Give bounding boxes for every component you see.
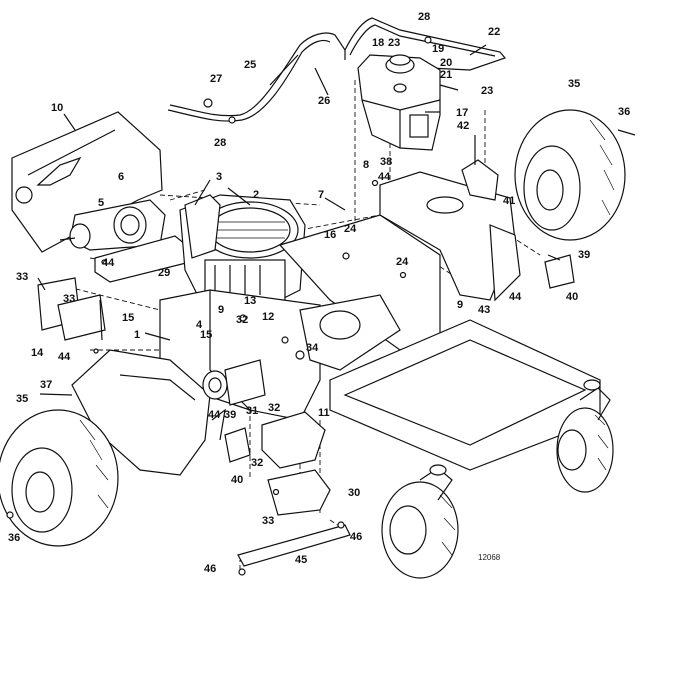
- callout-30: 30: [348, 487, 361, 499]
- callout-9-left: 9: [218, 304, 225, 316]
- rear-hood: [11, 111, 163, 253]
- rear-wheel-left: [0, 409, 119, 547]
- callout-44-upper-left: 44: [102, 257, 115, 269]
- callout-46-right: 46: [350, 531, 363, 543]
- callout-9-right: 9: [457, 299, 464, 311]
- callout-35-left: 35: [16, 393, 29, 405]
- callout-40-right: 40: [566, 291, 579, 303]
- callout-7: 7: [318, 189, 325, 201]
- callout-39-left: 39: [224, 409, 237, 421]
- callout-16: 16: [324, 229, 337, 241]
- callout-25: 25: [244, 59, 257, 71]
- callout-26: 26: [318, 95, 331, 107]
- callout-17: 17: [456, 107, 469, 119]
- rear-wheel-right: [514, 109, 636, 241]
- bracket-41: [461, 135, 499, 201]
- callout-4: 4: [196, 319, 203, 331]
- callout-44-upper-right: 44: [378, 171, 391, 183]
- callout-19: 19: [432, 43, 445, 55]
- leader-lines: [37, 44, 561, 396]
- callout-44-far-right: 44: [509, 291, 522, 303]
- callout-38: 38: [380, 156, 393, 168]
- brake-pads: [211, 254, 575, 463]
- callout-33-bottom: 33: [262, 515, 275, 527]
- callout-14: 14: [31, 347, 44, 359]
- callout-18: 18: [372, 37, 385, 49]
- callout-37: 37: [40, 379, 53, 391]
- callout-20: 20: [440, 57, 453, 69]
- callout-31: 31: [246, 405, 259, 417]
- callout-32-middle: 32: [268, 402, 281, 414]
- callout-43: 43: [478, 304, 491, 316]
- callout-33-top: 33: [16, 271, 29, 283]
- callout-32-lower: 32: [251, 457, 264, 469]
- caster-wheel-right: [556, 379, 614, 493]
- fuel-lines: [167, 17, 507, 124]
- callout-42: 42: [457, 120, 470, 132]
- callout-45: 45: [295, 554, 308, 566]
- callout-13: 13: [244, 295, 257, 307]
- callout-36-left: 36: [8, 532, 21, 544]
- callout-39-right: 39: [578, 249, 591, 261]
- callout-15-left: 15: [122, 312, 135, 324]
- callout-11: 11: [318, 407, 330, 419]
- callout-28-top: 28: [418, 11, 431, 23]
- callout-44-middle: 44: [208, 409, 221, 421]
- caster-wheel-left: [381, 464, 459, 579]
- callout-34: 34: [306, 342, 319, 354]
- drawing-reference-number: 12068: [478, 553, 501, 562]
- callout-35-right: 35: [568, 78, 581, 90]
- callout-10: 10: [51, 102, 64, 114]
- callout-32-upper: 32: [236, 314, 249, 326]
- callout-2: 2: [253, 189, 260, 201]
- callout-24-upper: 24: [344, 223, 357, 235]
- engine: [179, 194, 306, 306]
- callout-44-lower-left: 44: [58, 351, 71, 363]
- bar-45: [237, 524, 351, 567]
- callout-46-left: 46: [204, 563, 217, 575]
- callout-23-top: 23: [388, 37, 401, 49]
- side-brackets: [37, 277, 106, 341]
- callout-8: 8: [363, 159, 370, 171]
- callout-27: 27: [210, 73, 223, 85]
- callout-24-lower: 24: [396, 256, 409, 268]
- callout-41: 41: [503, 195, 516, 207]
- rear-body-panel: [379, 171, 521, 302]
- callout-23-right: 23: [481, 85, 494, 97]
- callout-5: 5: [98, 197, 105, 209]
- caster-mount: [261, 411, 331, 516]
- callout-3: 3: [216, 171, 223, 183]
- callout-21: 21: [440, 69, 453, 81]
- callout-33-middle: 33: [63, 293, 76, 305]
- fuel-tank: [357, 54, 441, 151]
- callout-29: 29: [158, 267, 171, 279]
- hardware-fasteners: [6, 36, 432, 576]
- callout-12: 12: [262, 311, 275, 323]
- axle-motor: [202, 359, 266, 406]
- callout-36-right: 36: [618, 106, 631, 118]
- callout-40-left: 40: [231, 474, 244, 486]
- callout-1: 1: [134, 329, 141, 341]
- callout-22: 22: [488, 26, 501, 38]
- callout-15-right: 15: [200, 329, 213, 341]
- pulley-assembly: [59, 199, 166, 251]
- callout-28-left: 28: [214, 137, 227, 149]
- callout-6: 6: [118, 171, 125, 183]
